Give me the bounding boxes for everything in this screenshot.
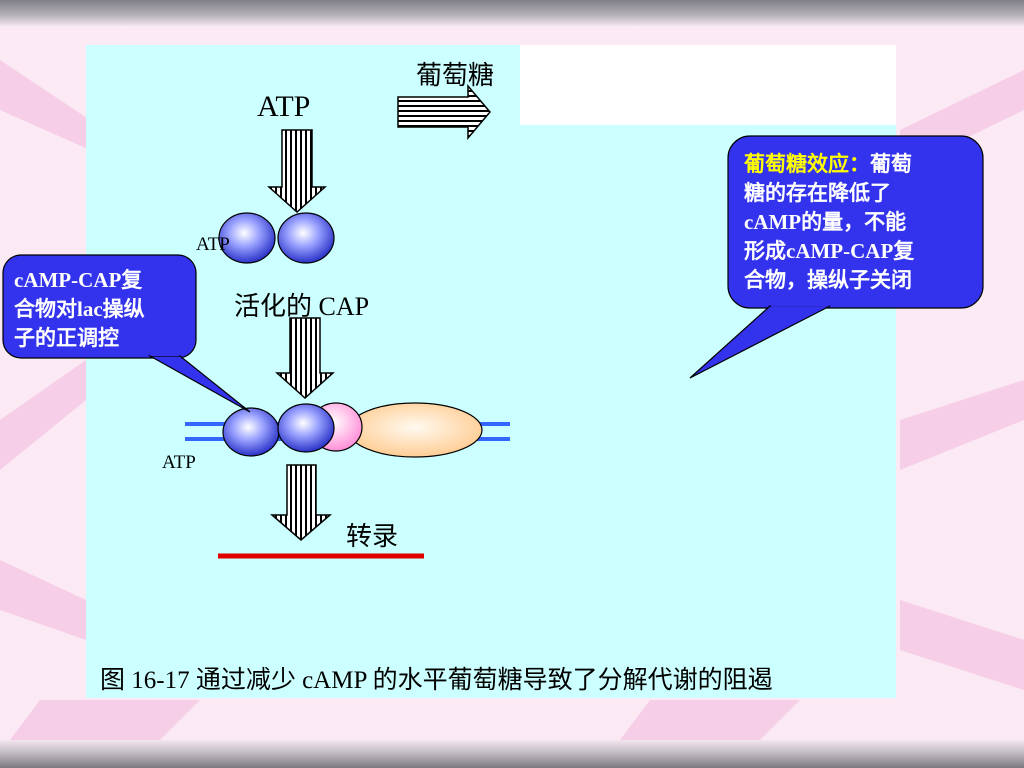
callout-right-line: 葡萄糖效应：葡萄 (744, 150, 914, 179)
callout-left-line: 子的正调控 (14, 326, 119, 350)
activated-cap-label: 活化的 CAP (234, 292, 370, 321)
callout-left-line: cAMP-CAP复 (14, 268, 143, 292)
white-block (520, 45, 896, 125)
glucose-label: 葡萄糖 (416, 61, 495, 90)
cap-dna-complex (222, 403, 335, 457)
glucose-effect-highlight: 葡萄糖效应： (744, 152, 870, 176)
rna-polymerase (347, 402, 483, 458)
figure-caption: 图 16-17 通过减少 cAMP 的水平葡萄糖导致了分解代谢的阻遏 (100, 667, 773, 694)
callout-right-line: cAMP的量，不能 (744, 210, 907, 234)
bottom-gradient-band (0, 740, 1024, 768)
callout-right-text-part: 葡萄 (870, 152, 912, 176)
down-arrow-icon (269, 464, 333, 541)
callout-right-line: 合物，操纵子关闭 (744, 268, 912, 292)
callout-left-line: 合物对lac操纵 (14, 297, 145, 321)
callout-left-text: cAMP-CAP复 合物对lac操纵 子的正调控 (14, 266, 145, 353)
cap-dimer (218, 212, 335, 264)
atp-bottom-label: ATP (162, 452, 196, 473)
callout-right-line: 形成cAMP-CAP复 (744, 239, 915, 263)
atp-mid-label: ATP (196, 234, 230, 255)
transcription-label: 转录 (346, 522, 399, 551)
callout-right-text: 葡萄糖效应：葡萄 糖的存在降低了 cAMP的量，不能 形成cAMP-CAP复 合… (744, 150, 914, 295)
callout-right (689, 135, 984, 379)
down-arrow-icon (275, 317, 335, 400)
glucose-arrow-icon (397, 83, 491, 141)
callout-left (2, 254, 251, 413)
down-arrow-icon (267, 129, 327, 214)
atp-top-label: ATP (257, 90, 311, 123)
callout-right-line: 糖的存在降低了 (744, 181, 891, 205)
top-gradient-band (0, 0, 1024, 26)
